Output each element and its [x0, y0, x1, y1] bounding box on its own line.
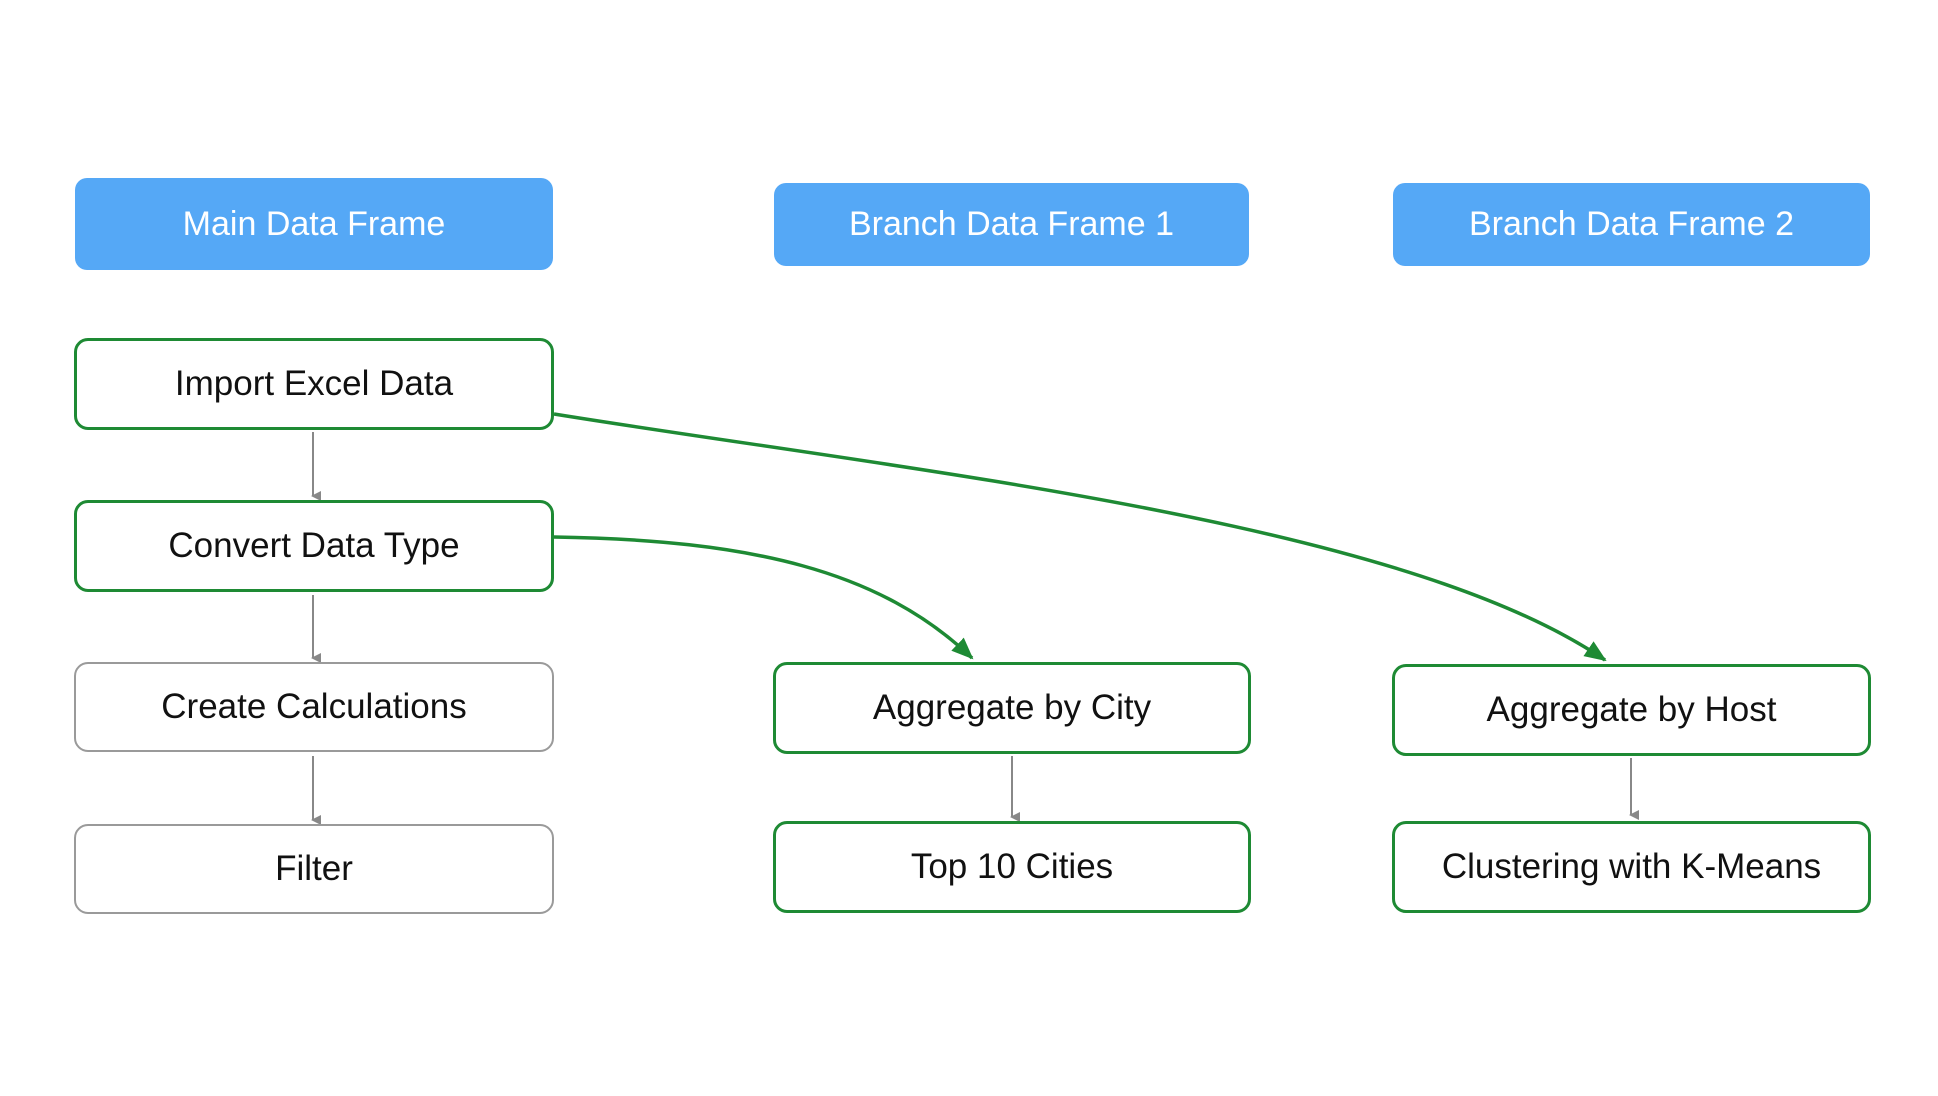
header-branch-data-frame-2: Branch Data Frame 2 — [1393, 183, 1870, 266]
header-branch1-label: Branch Data Frame 1 — [848, 205, 1175, 243]
step-label: Aggregate by City — [872, 688, 1152, 727]
step-aggregate-by-city: Aggregate by City — [773, 662, 1251, 754]
header-main-data-frame: Main Data Frame — [75, 178, 553, 270]
step-label: Aggregate by Host — [1486, 690, 1777, 729]
step-label: Import Excel Data — [174, 364, 454, 403]
step-label: Create Calculations — [161, 687, 467, 726]
step-create-calculations: Create Calculations — [74, 662, 554, 752]
step-filter: Filter — [74, 824, 554, 914]
step-convert-data-type: Convert Data Type — [74, 500, 554, 592]
step-label: Filter — [275, 849, 353, 888]
step-import-excel-data: Import Excel Data — [74, 338, 554, 430]
branch-arrow-import-to-host — [553, 412, 1607, 662]
step-label: Clustering with K-Means — [1441, 847, 1822, 886]
branch-arrow-convert-to-city — [553, 535, 974, 660]
step-clustering-k-means: Clustering with K-Means — [1392, 821, 1871, 913]
header-branch2-label: Branch Data Frame 2 — [1468, 205, 1795, 243]
header-main-label: Main Data Frame — [182, 204, 446, 243]
header-branch-data-frame-1: Branch Data Frame 1 — [774, 183, 1249, 266]
step-aggregate-by-host: Aggregate by Host — [1392, 664, 1871, 756]
step-top-10-cities: Top 10 Cities — [773, 821, 1251, 913]
step-label: Convert Data Type — [168, 526, 460, 565]
step-label: Top 10 Cities — [910, 847, 1114, 886]
